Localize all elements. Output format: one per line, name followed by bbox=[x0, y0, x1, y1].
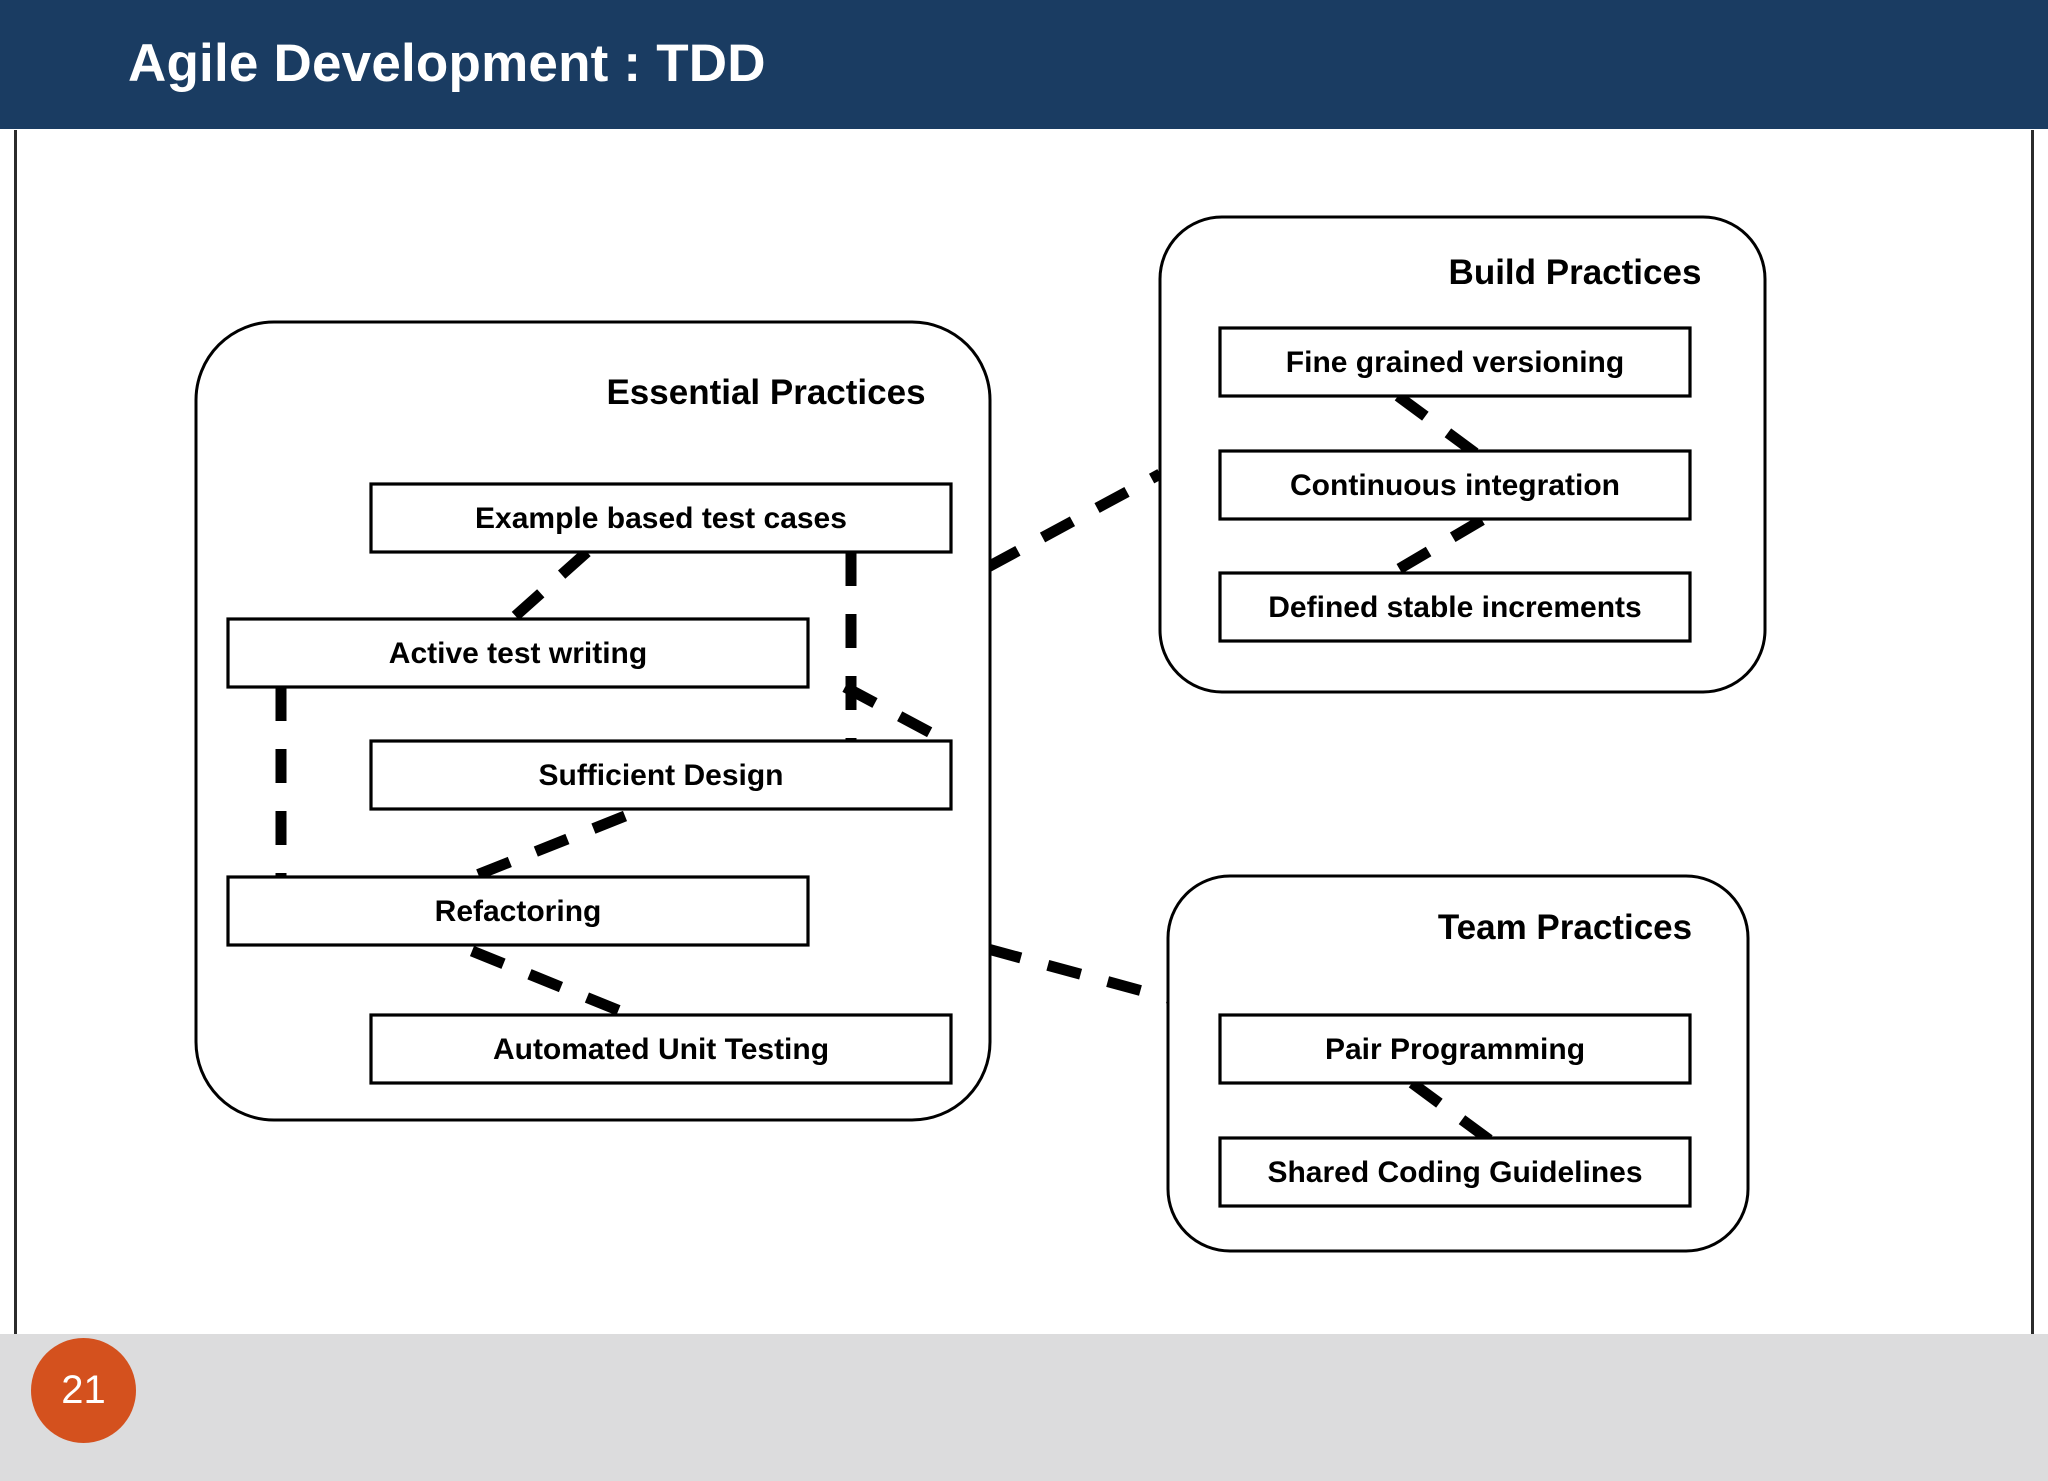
node-example-based-test-cases[interactable]: Example based test cases bbox=[369, 482, 953, 554]
connector-essential-to-team bbox=[986, 943, 1170, 1004]
page-number-badge: 21 bbox=[31, 1338, 136, 1443]
node-label: Fine grained versioning bbox=[1286, 346, 1624, 379]
connector-sufficient-to-refactoring bbox=[469, 810, 628, 883]
group-essential-practices: Essential Practices Example based test c… bbox=[194, 320, 992, 1122]
group-build-practices: Build Practices Fine grained versioning … bbox=[1158, 215, 1767, 694]
node-label: Defined stable increments bbox=[1268, 591, 1641, 624]
team-practices-title: Team Practices bbox=[1438, 908, 1692, 947]
node-label: Automated Unit Testing bbox=[493, 1033, 829, 1066]
group-team-practices: Team Practices Pair Programming Shared C… bbox=[1166, 874, 1750, 1253]
connector-integration-to-increments bbox=[1379, 515, 1485, 584]
build-practices-title: Build Practices bbox=[1449, 253, 1702, 292]
node-label: Pair Programming bbox=[1325, 1033, 1585, 1066]
node-label: Example based test cases bbox=[475, 502, 847, 535]
node-label: Sufficient Design bbox=[538, 759, 783, 792]
page-title: Agile Development : TDD bbox=[128, 34, 766, 93]
node-label: Refactoring bbox=[435, 895, 602, 928]
essential-practices-title: Essential Practices bbox=[606, 373, 925, 412]
connector-example-to-active bbox=[508, 547, 591, 624]
node-shared-coding-guidelines[interactable]: Shared Coding Guidelines bbox=[1218, 1136, 1692, 1208]
connector-active-to-sufficient bbox=[842, 682, 949, 746]
node-label: Shared Coding Guidelines bbox=[1267, 1156, 1642, 1189]
node-fine-grained-versioning[interactable]: Fine grained versioning bbox=[1218, 326, 1692, 398]
slide-title-bar: Agile Development : TDD bbox=[0, 0, 2048, 129]
practices-diagram: Essential Practices Example based test c… bbox=[0, 129, 2048, 1334]
node-continuous-integration[interactable]: Continuous integration bbox=[1218, 449, 1692, 521]
node-defined-stable-increments[interactable]: Defined stable increments bbox=[1218, 571, 1692, 643]
connector-versioning-to-integration bbox=[1394, 391, 1486, 463]
connector-pair-to-shared bbox=[1408, 1078, 1499, 1149]
slide-footer bbox=[0, 1334, 2048, 1481]
node-pair-programming[interactable]: Pair Programming bbox=[1218, 1013, 1692, 1085]
right-frame-rule bbox=[2031, 130, 2034, 1335]
node-label: Active test writing bbox=[389, 637, 647, 670]
node-refactoring[interactable]: Refactoring bbox=[226, 875, 810, 947]
node-automated-unit-testing[interactable]: Automated Unit Testing bbox=[369, 1013, 953, 1085]
node-sufficient-design[interactable]: Sufficient Design bbox=[369, 739, 953, 811]
left-frame-rule bbox=[14, 130, 17, 1335]
node-label: Continuous integration bbox=[1290, 469, 1620, 502]
connector-essential-to-build bbox=[985, 469, 1163, 572]
connector-refactoring-to-automated bbox=[469, 945, 633, 1021]
node-active-test-writing[interactable]: Active test writing bbox=[226, 617, 810, 689]
